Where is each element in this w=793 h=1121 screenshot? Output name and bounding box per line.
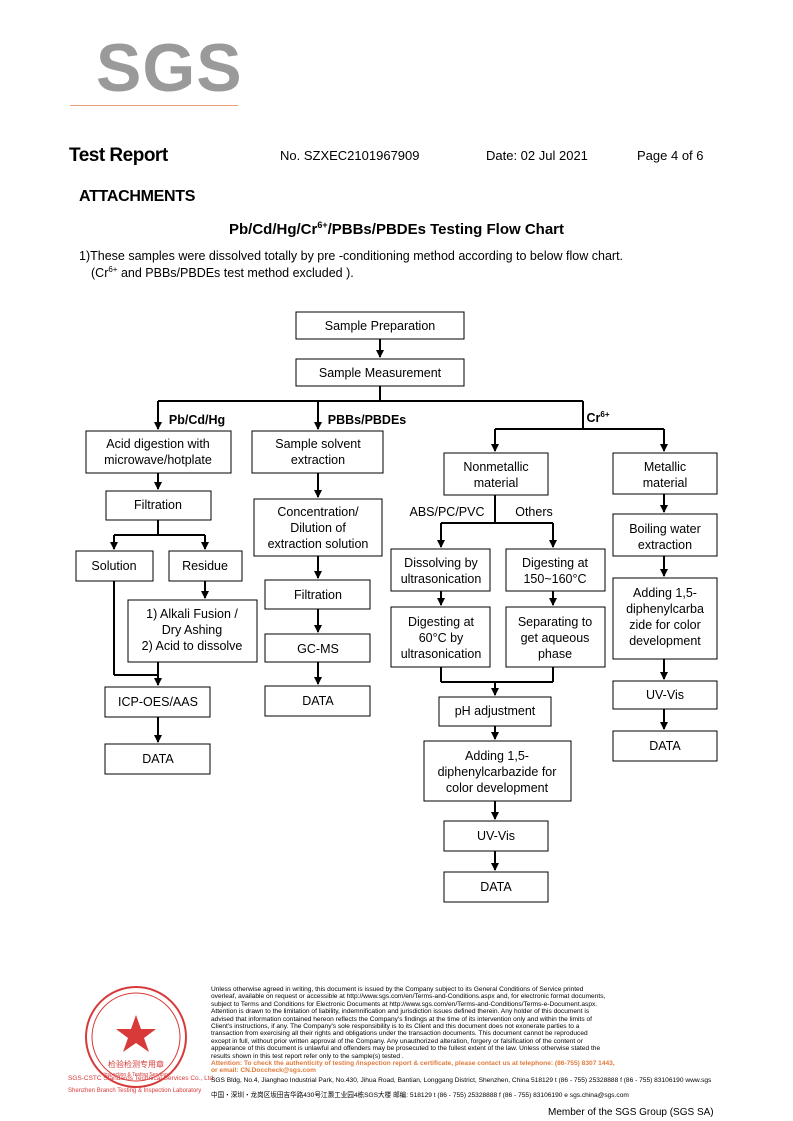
label-data-2: DATA: [302, 694, 334, 708]
report-number: No. SZXEC2101967909: [280, 148, 420, 163]
branch-pbb: PBBs/PBDEs: [328, 413, 407, 427]
box-separating: [505, 606, 606, 668]
intro-line-1: 1)These samples were dissolved totally b…: [79, 249, 624, 263]
label-sample-preparation: Sample Preparation: [325, 319, 436, 333]
address-en: SGS Bldg, No.4, Jianghao Industrial Park…: [211, 1077, 711, 1084]
box-digesting-150: [505, 548, 606, 592]
digest150-line-1: Digesting at: [522, 556, 589, 570]
attention-line-1: Attention: To check the authenticity of …: [211, 1060, 615, 1068]
sgs-logo: SGS: [96, 30, 243, 106]
seal-text-2: Inspection & Testing Services: [103, 1072, 169, 1078]
flow-chart-title: Pb/Cd/Hg/Cr6+/PBBs/PBDEs Testing Flow Ch…: [228, 220, 565, 238]
acid-line-1: Acid digestion with: [106, 437, 210, 451]
separating-line-1: Separating to: [518, 615, 592, 629]
nonmetallic-line-1: Nonmetallic: [463, 460, 528, 474]
digest60-line-2: 60°C by: [419, 631, 464, 645]
label-abs: ABS/PC/PVC: [409, 505, 484, 519]
label-filtration-2: Filtration: [294, 588, 342, 602]
adding-right-line-4: development: [629, 634, 701, 648]
branch-pb: Pb/Cd/Hg: [169, 413, 225, 427]
digest60-line-3: ultrasonication: [401, 647, 482, 661]
separating-line-2: get aqueous: [521, 631, 590, 645]
box-data-1: [104, 743, 211, 775]
label-residue: Residue: [182, 559, 228, 573]
label-data-right: DATA: [649, 739, 681, 753]
solvent-line-2: extraction: [291, 453, 345, 467]
adding-center-line-2: diphenylcarbazide for: [438, 765, 557, 779]
label-filtration-1: Filtration: [134, 498, 182, 512]
intro-line-2: (Cr6+ and PBBs/PBDEs test method exclude…: [91, 265, 354, 281]
box-data-right: [612, 730, 718, 762]
adding-right-line-1: Adding 1,5-: [633, 586, 697, 600]
solvent-line-1: Sample solvent: [275, 437, 361, 451]
boiling-line-1: Boiling water: [629, 522, 701, 536]
report-date: Date: 02 Jul 2021: [486, 148, 588, 163]
dissolving-line-2: ultrasonication: [401, 572, 482, 586]
label-icp: ICP-OES/AAS: [118, 695, 198, 709]
label-sample-measurement: Sample Measurement: [319, 366, 442, 380]
adding-right-line-3: zide for color: [629, 618, 701, 632]
metallic-line-2: material: [643, 476, 687, 490]
acid-line-2: microwave/hotplate: [104, 453, 212, 467]
conc-line-3: extraction solution: [268, 537, 369, 551]
adding-right-line-2: diphenylcarba: [626, 602, 704, 616]
label-ph: pH adjustment: [455, 704, 536, 718]
adding-center-line-3: color development: [446, 781, 549, 795]
flow-chart: Sample Preparation Sample Measurement Pb…: [75, 311, 718, 903]
inspection-seal: 检验检测专用章 Inspection & Testing Services: [85, 986, 187, 1088]
member-text: Member of the SGS Group (SGS SA): [548, 1107, 714, 1118]
address-cn: 中国・深圳・龙岗区坂田吉华路430号江灏工业园4栋SGS大楼 邮编: 51812…: [211, 1092, 629, 1099]
attachments-heading: ATTACHMENTS: [79, 188, 196, 205]
alkali-line-3: 2) Acid to dissolve: [142, 639, 243, 653]
logo-underline: [70, 105, 238, 106]
seal-company: SGS-CSTC Standards Technical Services Co…: [68, 1075, 215, 1082]
adding-center-line-1: Adding 1,5-: [465, 749, 529, 763]
box-data-2: [264, 685, 371, 717]
digest60-line-1: Digesting at: [408, 615, 475, 629]
box-data-center: [443, 871, 549, 903]
label-data-center: DATA: [480, 880, 512, 894]
digest150-line-2: 150~160°C: [523, 572, 586, 586]
label-uvvis-right: UV-Vis: [646, 688, 684, 702]
report-title: Test Report: [69, 145, 168, 166]
legal-text: Unless otherwise agreed in writing, this…: [211, 986, 711, 1075]
label-uvvis-center: UV-Vis: [477, 829, 515, 843]
label-data-1: DATA: [142, 752, 174, 766]
label-others: Others: [515, 505, 553, 519]
label-solution: Solution: [91, 559, 136, 573]
dissolving-line-1: Dissolving by: [404, 556, 478, 570]
conc-line-2: Dilution of: [290, 521, 346, 535]
page-number: Page 4 of 6: [637, 148, 704, 163]
nonmetallic-line-2: material: [474, 476, 518, 490]
alkali-line-1: 1) Alkali Fusion /: [146, 607, 238, 621]
label-gcms: GC-MS: [297, 642, 339, 656]
seal-branch: Shenzhen Branch Testing & Inspection Lab…: [68, 1088, 202, 1094]
box-adding-center: [423, 740, 572, 802]
separating-line-3: phase: [538, 647, 572, 661]
alkali-line-2: Dry Ashing: [162, 623, 222, 637]
attention-line-2: or email: CN.Doccheck@sgs.com: [211, 1067, 317, 1075]
branch-cr: Cr6+: [586, 410, 609, 425]
boiling-line-2: extraction: [638, 538, 692, 552]
metallic-line-1: Metallic: [644, 460, 686, 474]
seal-text: 检验检测专用章: [108, 1059, 164, 1069]
conc-line-1: Concentration/: [277, 505, 359, 519]
box-alkali-fusion: [127, 599, 258, 663]
